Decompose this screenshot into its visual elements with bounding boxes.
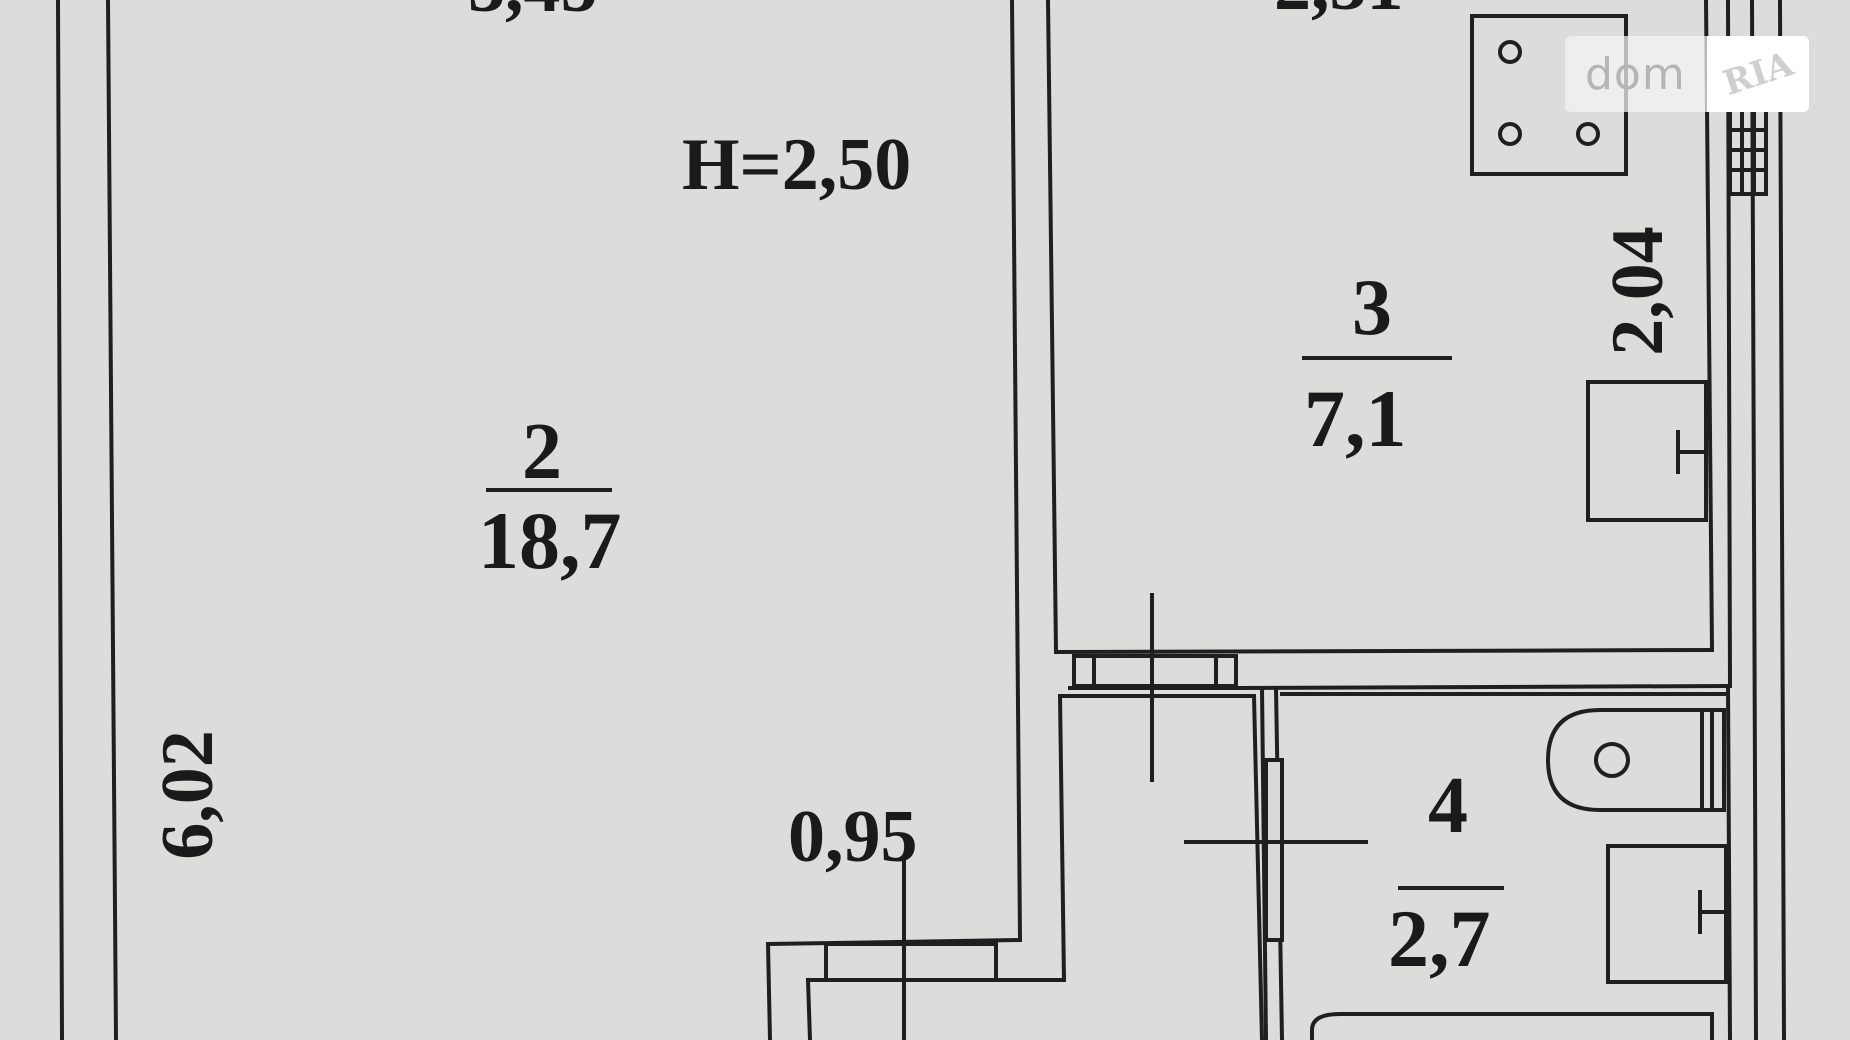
ceiling-height-label: H=2,50 (682, 124, 912, 206)
room-3-number: 3 (1352, 264, 1392, 352)
ria-logo-text: RIA (1718, 44, 1798, 104)
ria-logo-icon: RIA (1707, 36, 1809, 112)
room-2-area: 18,7 (478, 495, 622, 586)
partition-wall-right (1045, 0, 1059, 655)
outer-wall-left-outer (55, 0, 65, 1040)
room-4-area: 2,7 (1388, 893, 1491, 984)
top-right-partial-dimension: 2,31 (1274, 0, 1404, 22)
watermark-text: dom (1585, 48, 1686, 100)
outer-wall-left-inner (105, 0, 119, 1040)
corridor-width-dimension: 0,95 (788, 796, 918, 878)
room-2-number: 2 (522, 408, 562, 496)
partition-wall-left (1009, 0, 1023, 943)
top-left-partial-dimension: 3,45 (468, 0, 598, 24)
room-2-length-dimension: 6,02 (147, 730, 229, 860)
room-3-area: 7,1 (1304, 373, 1407, 464)
dom-ria-watermark: dom RIA (1565, 36, 1809, 112)
room-4-number: 4 (1428, 762, 1468, 850)
kitchen-side-dimension: 2,04 (1597, 226, 1679, 356)
